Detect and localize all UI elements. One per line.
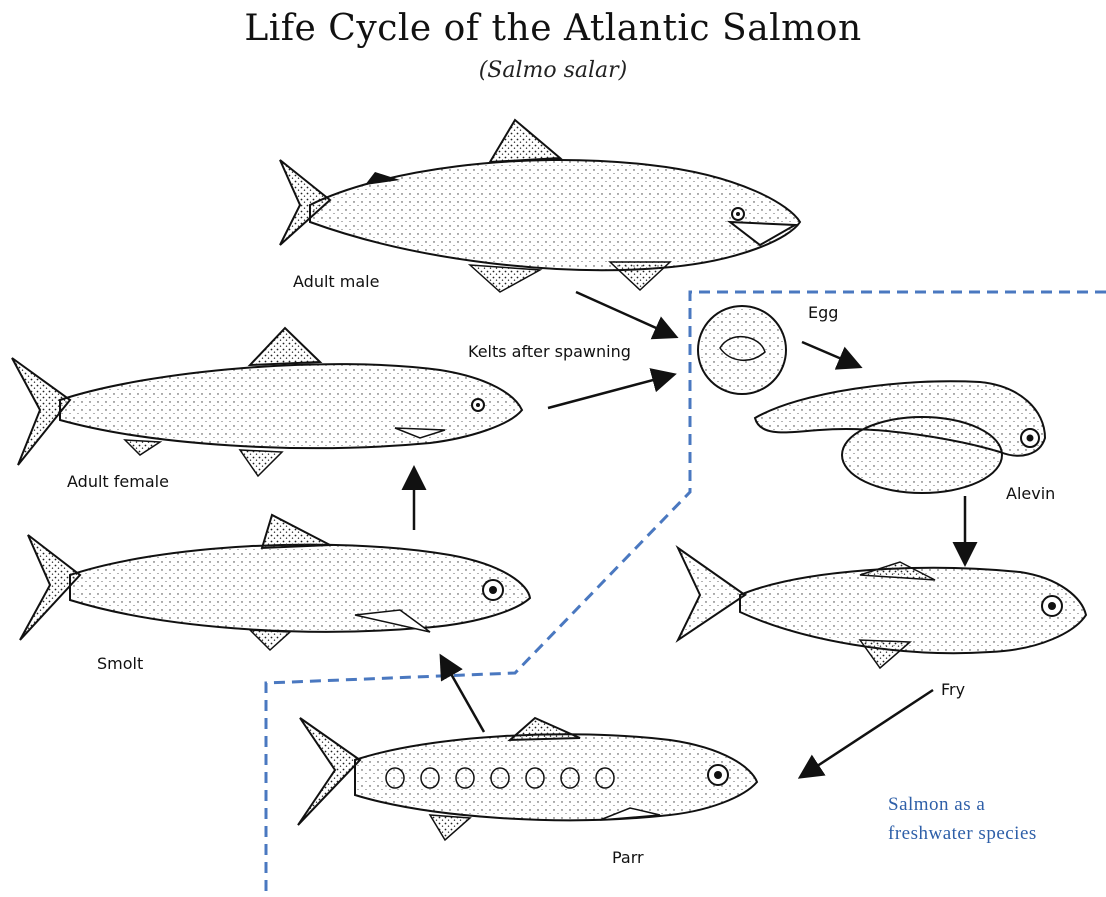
freshwater-note-line2: freshwater species xyxy=(888,819,1037,848)
freshwater-note-line1: Salmon as a xyxy=(888,790,1037,819)
alevin-illustration xyxy=(755,381,1045,493)
arrow-parr-to-smolt xyxy=(442,658,484,732)
label-kelts: Kelts after spawning xyxy=(468,342,631,361)
arrow-male-to-egg xyxy=(576,292,674,336)
arrow-female-to-egg xyxy=(548,375,672,408)
label-smolt: Smolt xyxy=(97,654,143,673)
adult-male-fish xyxy=(280,120,800,292)
parr-fish xyxy=(298,718,757,840)
freshwater-note: Salmon as a freshwater species xyxy=(888,790,1037,848)
smolt-fish xyxy=(20,515,530,650)
diagram-title: Life Cycle of the Atlantic Salmon xyxy=(0,8,1106,49)
adult-female-fish xyxy=(12,328,522,476)
label-adult-male: Adult male xyxy=(293,272,379,291)
label-alevin: Alevin xyxy=(1006,484,1055,503)
label-fry: Fry xyxy=(941,680,965,699)
arrow-egg-to-alevin xyxy=(802,342,858,366)
label-egg: Egg xyxy=(808,303,838,322)
label-parr: Parr xyxy=(612,848,644,867)
label-adult-female: Adult female xyxy=(67,472,169,491)
arrow-fry-to-parr xyxy=(802,690,933,776)
diagram-subtitle: (Salmo salar) xyxy=(0,58,1106,83)
fry-illustration xyxy=(678,548,1086,668)
egg-illustration xyxy=(698,306,786,394)
